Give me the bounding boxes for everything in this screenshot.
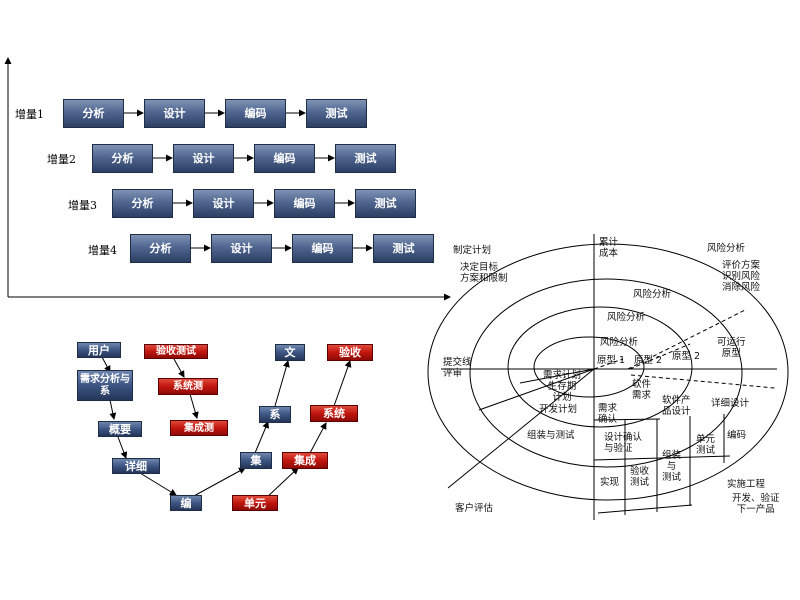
increment-4-label: 增量4	[88, 244, 117, 257]
v-coding: 编	[170, 495, 202, 511]
spiral-prototype-1: 原型 1	[597, 355, 626, 366]
inc1-testing: 测试	[306, 99, 367, 128]
v-system-test-plan: 系统测	[158, 378, 218, 395]
spiral-assembly-test: 组装与测试	[527, 430, 575, 441]
v-acceptance-test-plan: 验收测试	[144, 344, 208, 359]
v-document: 文	[275, 344, 305, 361]
inc3-analysis: 分析	[112, 189, 173, 218]
inc2-analysis: 分析	[92, 144, 153, 173]
inc1-design: 设计	[144, 99, 205, 128]
spiral-prototype-3: 原型 2	[672, 351, 701, 362]
v-system-test: 系统	[310, 405, 358, 422]
v-acceptance: 验收	[327, 344, 373, 361]
increment-2-label: 增量2	[47, 153, 76, 166]
spiral-unit-test: 单元测试	[696, 434, 716, 456]
v-unit-test: 单元	[232, 495, 278, 511]
inc4-analysis: 分析	[130, 234, 191, 263]
inc1-analysis: 分析	[63, 99, 124, 128]
v-integration-test-plan: 集成测	[170, 420, 228, 436]
spiral-acceptance-test: 验收测试	[630, 466, 650, 488]
inc1-coding: 编码	[225, 99, 286, 128]
inc2-testing: 测试	[335, 144, 396, 173]
spiral-integration-test: 组装与测试	[662, 450, 682, 483]
spiral-requirements-plan: 需求计划生存期计划	[543, 370, 582, 403]
increment-3-label: 增量3	[68, 199, 97, 212]
spiral-evaluate: 评价方案识别风险消除风险	[722, 260, 761, 293]
v-requirements: 需求分析与系	[77, 370, 133, 401]
inc4-coding: 编码	[292, 234, 353, 263]
v-integration-test: 集成	[282, 452, 328, 469]
spiral-review-line: 提交线评审	[443, 357, 472, 379]
spiral-design-validation: 设计确认与验证	[604, 432, 643, 454]
spiral-customer-evaluation: 客户评估	[455, 503, 494, 514]
spiral-implementation: 实现	[600, 477, 620, 488]
spiral-operational-prototype: 可运行原型	[717, 337, 746, 359]
spiral-risk-analysis-2: 风险分析	[607, 312, 646, 323]
inc4-design: 设计	[211, 234, 272, 263]
increment-1-label: 增量1	[15, 108, 44, 121]
spiral-cumulative-cost: 累计成本	[599, 237, 619, 259]
v-detailed-design: 详细	[112, 458, 160, 474]
inc4-testing: 测试	[373, 234, 434, 263]
spiral-detailed-design: 详细设计	[711, 398, 750, 409]
inc3-coding: 编码	[274, 189, 335, 218]
v-system: 系	[259, 406, 291, 423]
spiral-plan: 制定计划	[453, 245, 492, 256]
spiral-risk-analysis-3: 风险分析	[633, 289, 672, 300]
spiral-develop-verify: 开发、验证下一产品	[732, 493, 780, 515]
inc2-design: 设计	[173, 144, 234, 173]
spiral-risk-analysis-1: 风险分析	[600, 337, 639, 348]
v-architecture: 概要	[98, 421, 142, 437]
inc2-coding: 编码	[254, 144, 315, 173]
inc3-design: 设计	[193, 189, 254, 218]
spiral-coding: 编码	[727, 430, 747, 441]
v-integration: 集	[240, 452, 272, 469]
spiral-engineering: 实施工程	[727, 479, 766, 490]
spiral-requirements-validation: 需求确认	[598, 403, 618, 425]
spiral-product-design: 软件产品设计	[662, 395, 691, 417]
spiral-objectives: 决定目标方案和限制	[460, 262, 508, 284]
spiral-software-requirements: 软件需求	[632, 379, 652, 401]
spiral-prototype-2: 原型 2	[634, 355, 663, 366]
inc3-testing: 测试	[355, 189, 416, 218]
spiral-development-plan: 开发计划	[539, 404, 578, 415]
v-user: 用户	[77, 342, 121, 358]
spiral-risk-quadrant: 风险分析	[707, 243, 746, 254]
